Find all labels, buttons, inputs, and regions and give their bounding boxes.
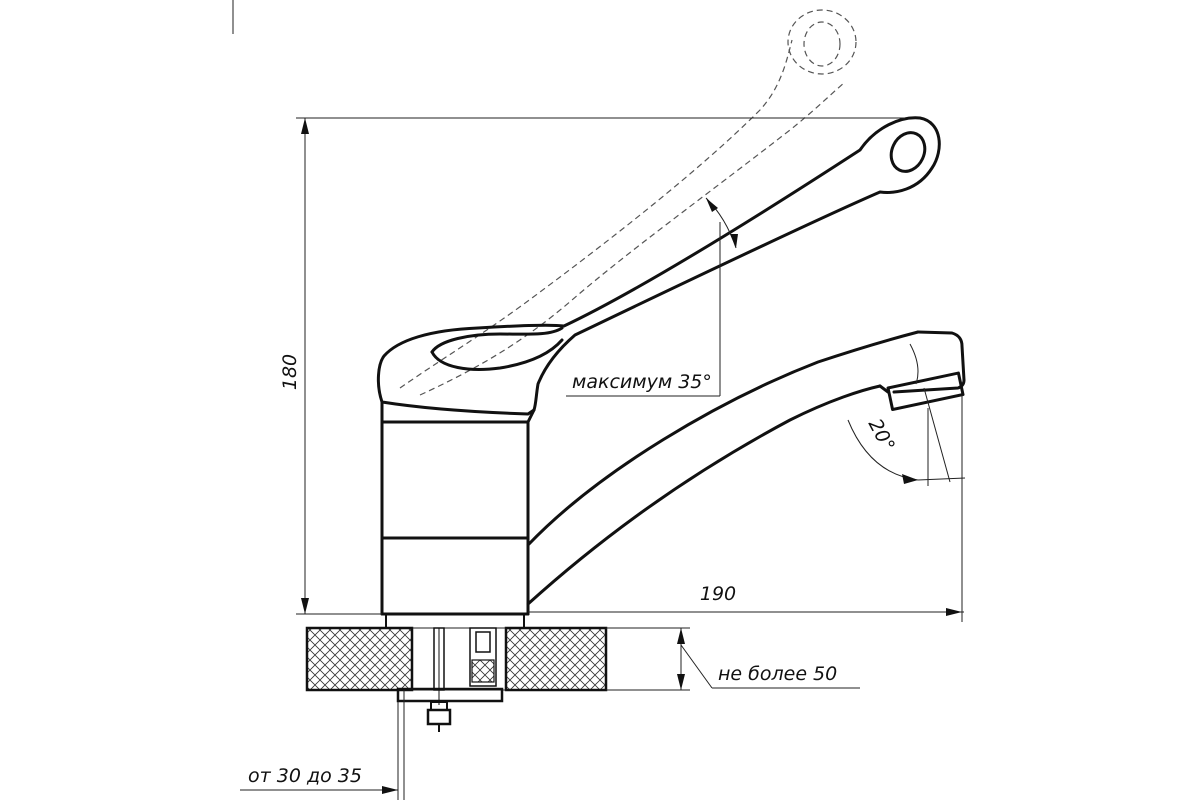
lever-angle-label: максимум 35° xyxy=(572,371,712,393)
length-dim-label: 190 xyxy=(700,583,736,605)
thickness-dimension xyxy=(606,627,860,691)
faucet-lever xyxy=(376,116,941,424)
spout-angle-label: 20° xyxy=(864,415,899,455)
mounting-hardware xyxy=(396,627,507,732)
faucet-body xyxy=(380,420,530,628)
hole-dimension xyxy=(240,690,405,800)
lever-angle-annotation xyxy=(566,197,738,397)
lever-grip-ring xyxy=(889,131,927,173)
thickness-label: не более 50 xyxy=(718,663,837,685)
clamp-plate xyxy=(396,687,504,703)
height-dim-label: 180 xyxy=(279,354,301,390)
countertop-right xyxy=(504,626,608,692)
spout-angle-annotation xyxy=(847,387,966,486)
countertop-left xyxy=(305,626,414,692)
hole-range-label: от 30 до 35 xyxy=(248,765,362,787)
height-dimension xyxy=(296,117,905,615)
lever-raised-dashed xyxy=(399,9,857,396)
length-dimension xyxy=(528,395,964,622)
countertop xyxy=(305,626,608,692)
hose-fitting xyxy=(469,627,497,687)
